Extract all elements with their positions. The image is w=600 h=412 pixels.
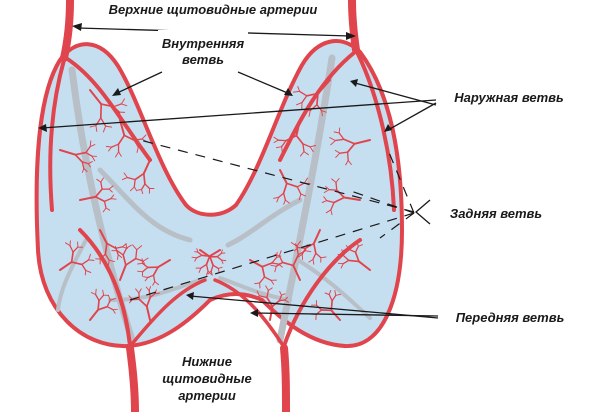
label-inferior-arteries-line3: артерии (178, 388, 236, 403)
dashed-lines (129, 139, 415, 301)
label-lines (41, 27, 439, 319)
label-external-branch: Наружная ветвь (454, 90, 564, 105)
label-anterior-branch: Передняя ветвь (455, 310, 565, 325)
label-inferior-arteries-line2: щитовидные (162, 371, 252, 386)
label-superior-thyroid-arteries: Верхние щитовидные артерии (108, 2, 318, 17)
label-internal-branch-line1: Внутренняя (161, 36, 245, 51)
label-inferior-arteries-line1: Нижние (182, 354, 232, 369)
main-arteries (48, 0, 396, 412)
label-internal-branch-line2: ветвь (182, 52, 224, 67)
arrowheads (38, 23, 392, 317)
label-posterior-branch: Задняя ветвь (449, 206, 543, 221)
label-mask (80, 0, 348, 412)
arterial-branches (59, 79, 371, 321)
